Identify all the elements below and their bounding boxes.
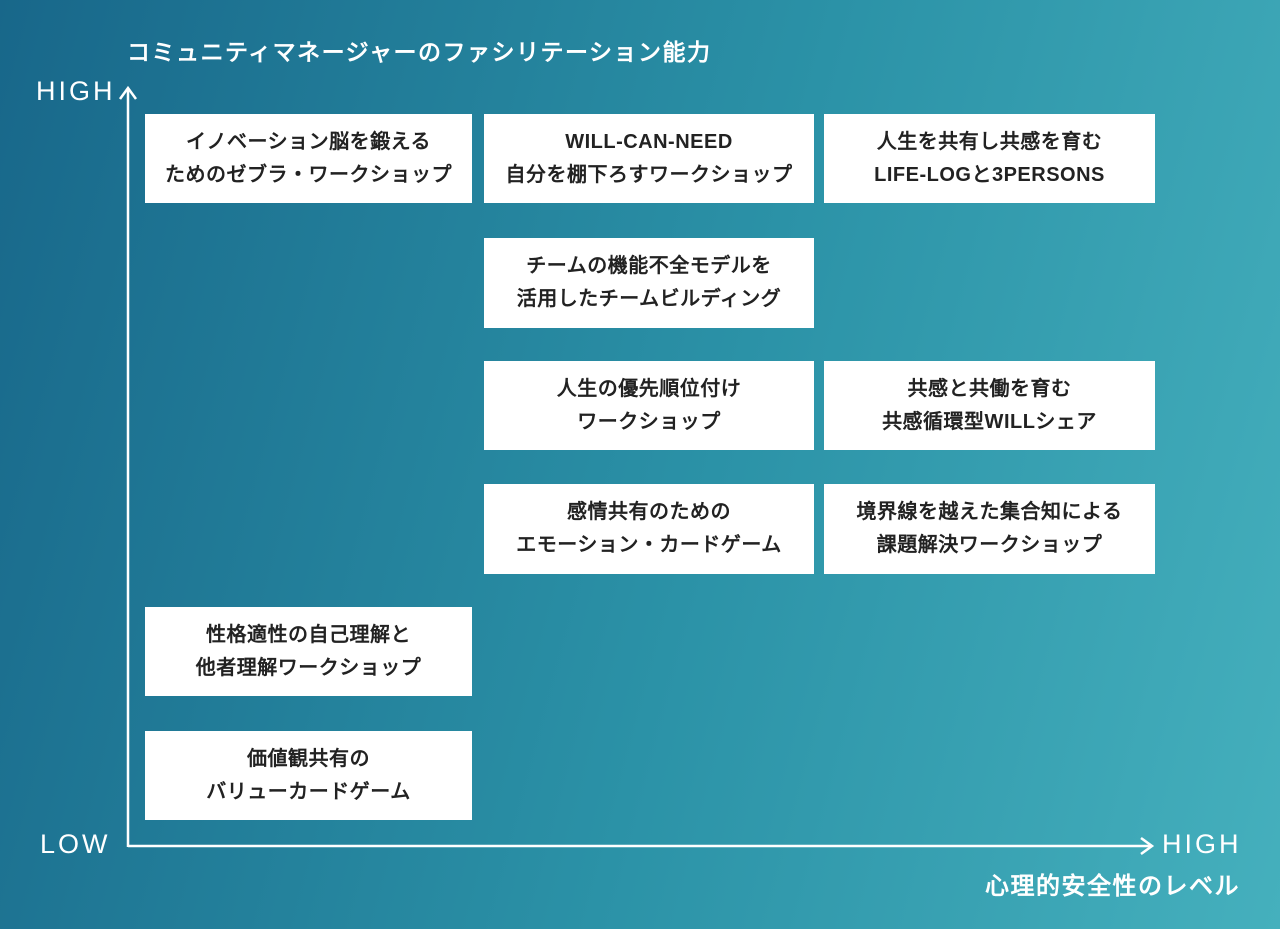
workshop-box-line: 活用したチームビルディング bbox=[516, 288, 782, 310]
workshop-box-line: ワークショップ bbox=[577, 410, 721, 433]
workshop-box-zebra: イノベーション脳を鍛える ためのゼブラ・ワークショップ bbox=[145, 114, 472, 203]
workshop-box-line: 境界線を越えた集合知による bbox=[856, 501, 1123, 523]
workshop-box-line: WILL-CAN-NEED bbox=[565, 130, 733, 153]
workshop-box-line: イノベーション脳を鍛える bbox=[186, 130, 431, 153]
workshop-box-line: 他者理解ワークショップ bbox=[195, 656, 422, 679]
x-axis-high-label: HIGH bbox=[1162, 829, 1242, 859]
workshop-box-life-priority: 人生の優先順位付け ワークショップ bbox=[484, 361, 814, 450]
workshop-box-line: 人生の優先順位付け bbox=[556, 377, 742, 400]
workshop-box-line: バリューカードゲーム bbox=[206, 780, 411, 803]
y-axis-arrow-icon bbox=[118, 85, 138, 100]
workshop-box-line: 人生を共有し共感を育む bbox=[876, 130, 1103, 153]
workshop-box-line: 課題解決ワークショップ bbox=[876, 534, 1103, 556]
workshop-box-emotion-card: 感情共有のための エモーション・カードゲーム bbox=[484, 484, 814, 574]
workshop-box-line: 感情共有のための bbox=[567, 501, 731, 523]
workshop-box-team-building: チームの機能不全モデルを 活用したチームビルディング bbox=[484, 238, 814, 328]
workshop-box-line: 自分を棚下ろすワークショップ bbox=[505, 163, 793, 186]
workshop-box-line: チームの機能不全モデルを bbox=[526, 255, 772, 277]
workshop-box-value-card: 価値観共有の バリューカードゲーム bbox=[145, 731, 472, 820]
workshop-box-line: LIFE-LOGと3PERSONS bbox=[874, 163, 1105, 186]
y-axis bbox=[118, 85, 138, 847]
workshop-box-line: 価値観共有の bbox=[247, 747, 370, 770]
workshop-box-collective-knowledge: 境界線を越えた集合知による 課題解決ワークショップ bbox=[824, 484, 1155, 574]
workshop-box-lifelog: 人生を共有し共感を育む LIFE-LOGと3PERSONS bbox=[824, 114, 1155, 203]
workshop-box-line: ためのゼブラ・ワークショップ bbox=[165, 163, 452, 186]
x-axis-arrow-icon bbox=[1140, 836, 1155, 856]
workshop-box-line: エモーション・カードゲーム bbox=[516, 534, 782, 556]
y-axis-high-label: HIGH bbox=[36, 76, 116, 106]
origin-low-label: LOW bbox=[40, 829, 111, 859]
workshop-box-line: 共感と共働を育む bbox=[907, 377, 1072, 400]
x-axis bbox=[128, 836, 1155, 856]
chart-title: コミュニティマネージャーのファシリテーション能力 bbox=[127, 39, 712, 65]
workshop-box-will-can-need: WILL-CAN-NEED 自分を棚下ろすワークショップ bbox=[484, 114, 814, 203]
workshop-box-will-share: 共感と共働を育む 共感循環型WILLシェア bbox=[824, 361, 1155, 450]
x-axis-title: 心理的安全性のレベル bbox=[985, 873, 1240, 900]
workshop-box-line: 共感循環型WILLシェア bbox=[882, 410, 1097, 433]
workshop-box-line: 性格適性の自己理解と bbox=[206, 623, 411, 646]
workshop-box-personality: 性格適性の自己理解と 他者理解ワークショップ bbox=[145, 607, 472, 696]
